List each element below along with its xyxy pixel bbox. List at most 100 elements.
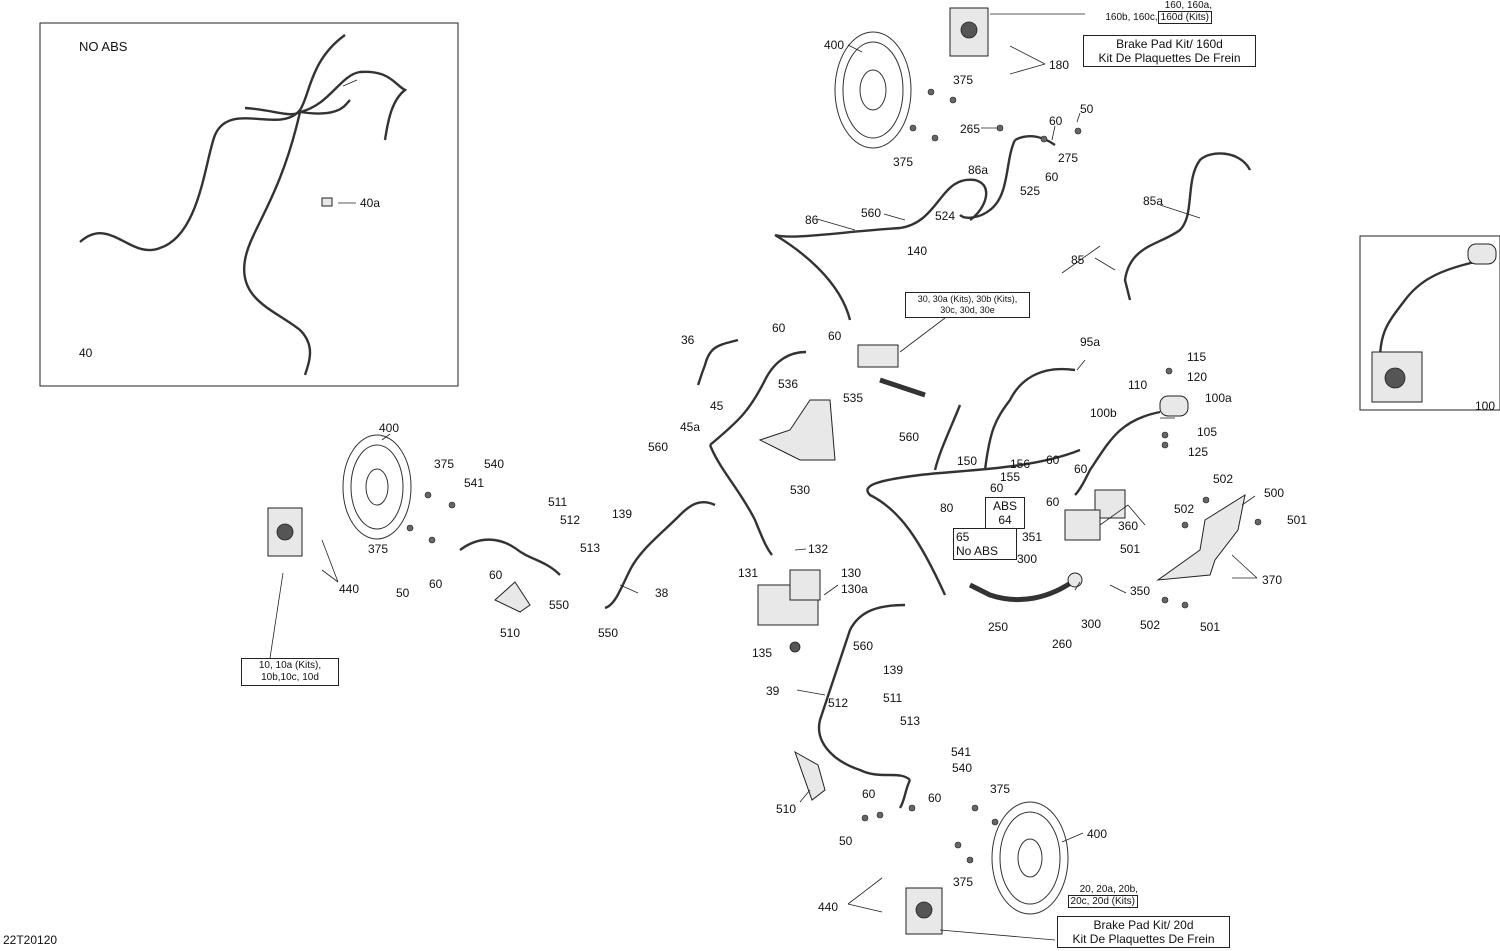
callout-36: 36 (681, 333, 695, 347)
callout-541-a: 541 (464, 476, 485, 490)
callout-275: 275 (1058, 151, 1079, 165)
kit-160-boxed: 160d (Kits) (1157, 11, 1212, 24)
kit-10-line1: 10, 10a (Kits), (258, 660, 322, 671)
line-45-lower (708, 444, 773, 556)
callout-375-a: 375 (953, 73, 974, 87)
callout-45a: 45a (680, 420, 701, 434)
master-cylinder-30 (857, 344, 926, 398)
callout-501-b: 501 (1120, 542, 1141, 556)
callout-60-i: 60 (429, 577, 443, 591)
callout-370: 370 (1262, 573, 1283, 587)
fasteners (406, 88, 1262, 864)
bracket-500 (1156, 493, 1246, 581)
callout-513-a: 513 (580, 541, 601, 555)
abs-64-line2: 64 (998, 513, 1012, 527)
leader-132 (794, 548, 807, 551)
callout-525: 525 (1020, 184, 1041, 198)
bracket-510-left (494, 581, 531, 613)
line-left-front (459, 538, 561, 576)
callout-139-b: 139 (883, 663, 904, 677)
brake-pedal-250 (968, 572, 1083, 603)
callout-502-a: 502 (1213, 472, 1234, 486)
callout-351: 351 (1022, 530, 1043, 544)
callout-440-lower: 440 (818, 900, 839, 914)
callout-180: 180 (1049, 58, 1070, 72)
leader-180 (1009, 45, 1046, 75)
leader-20 (939, 929, 1056, 941)
brake-pad-kit-20d-box: Brake Pad Kit/ 20d Kit De Plaquettes De … (1057, 916, 1230, 948)
no-abs-ref: 40 (79, 346, 93, 360)
line-150 (933, 404, 962, 471)
callout-560-a: 560 (861, 206, 882, 220)
hose-95a (983, 367, 1076, 471)
brake-pad-160d-line1: Brake Pad Kit/ 160d (1116, 37, 1223, 51)
callout-100a: 100a (1205, 391, 1232, 405)
document-code: 22T20120 (3, 933, 58, 947)
callout-155: 155 (1000, 470, 1021, 484)
leader-440-lower (847, 877, 883, 913)
master-cylinder-ref: 100 (1475, 399, 1496, 413)
label-40a: 40a (360, 196, 381, 210)
callout-60-b: 60 (1045, 170, 1059, 184)
callout-512-b: 512 (828, 696, 849, 710)
kit-20-note: 20, 20a, 20b, 20c, 20d (Kits) (1058, 884, 1138, 908)
callout-125: 125 (1188, 445, 1209, 459)
callout-550-a: 550 (549, 598, 570, 612)
callout-502-c: 502 (1140, 618, 1161, 632)
callout-150: 150 (957, 454, 978, 468)
leader-30 (899, 317, 946, 353)
callout-375-d: 375 (368, 542, 389, 556)
caliper-left (267, 507, 303, 557)
callout-120: 120 (1187, 370, 1208, 384)
hose-86-lower (774, 233, 852, 321)
callout-350: 350 (1130, 584, 1151, 598)
callout-110: 110 (1128, 378, 1148, 392)
callout-440-left: 440 (339, 582, 360, 596)
kit-160-line2: 160b, 160c,160d (Kits) (1090, 11, 1212, 24)
no-abs-harness (79, 34, 408, 376)
reservoir-100a (1159, 395, 1189, 417)
callout-510-a: 510 (500, 626, 521, 640)
callout-60-c: 60 (772, 321, 786, 335)
caliper-lower (905, 887, 943, 935)
callout-513-b: 513 (900, 714, 921, 728)
callout-45: 45 (710, 399, 724, 413)
leader-400-left (381, 433, 391, 441)
leader-440-left (321, 539, 339, 583)
leader-400-top (847, 44, 863, 53)
kit-30-line1: 30, 30a (Kits), 30b (Kits), (917, 294, 1018, 304)
callout-60-j: 60 (489, 568, 503, 582)
brake-pad-kit-160d-box: Brake Pad Kit/ 160d Kit De Plaquettes De… (1083, 35, 1256, 67)
callout-560-c: 560 (899, 430, 920, 444)
callout-540-b: 540 (952, 761, 973, 775)
callout-524: 524 (935, 209, 956, 223)
callout-375-e: 375 (990, 782, 1011, 796)
callout-536: 536 (778, 377, 799, 391)
callout-50-a: 50 (1080, 102, 1094, 116)
callout-139-a: 139 (612, 507, 633, 521)
leader-10 (269, 572, 284, 659)
callout-502-b: 502 (1174, 502, 1195, 516)
callout-60-f: 60 (1074, 462, 1088, 476)
line-80 (866, 448, 1081, 596)
callout-250: 250 (988, 620, 1009, 634)
callout-60-a: 60 (1049, 114, 1063, 128)
kit-20-line1: 20, 20a, 20b, (1079, 884, 1138, 895)
sensor-36 (696, 338, 739, 386)
leader-lines (342, 79, 1201, 803)
kit-30-line2: 30c, 30d, 30e (940, 305, 995, 315)
bracket-510-lower (794, 750, 826, 801)
line-39-end (898, 779, 912, 809)
no-abs-inset-frame (39, 22, 459, 387)
master-cylinder-inset-frame (1359, 235, 1500, 411)
line-39 (817, 603, 911, 781)
callout-95a: 95a (1080, 335, 1101, 349)
kit-10-line2: 10b,10c, 10d (261, 672, 319, 683)
callout-130a: 130a (841, 582, 868, 596)
kit-20-line2: 20c, 20d (Kits) (1067, 895, 1138, 908)
brake-pad-20d-line1: Brake Pad Kit/ 20d (1093, 918, 1194, 932)
callout-360: 360 (1118, 519, 1139, 533)
leader-130 (823, 584, 839, 596)
kit-20-line2-wrap: 20c, 20d (Kits) (1058, 895, 1138, 908)
leader-500 (1241, 495, 1256, 506)
